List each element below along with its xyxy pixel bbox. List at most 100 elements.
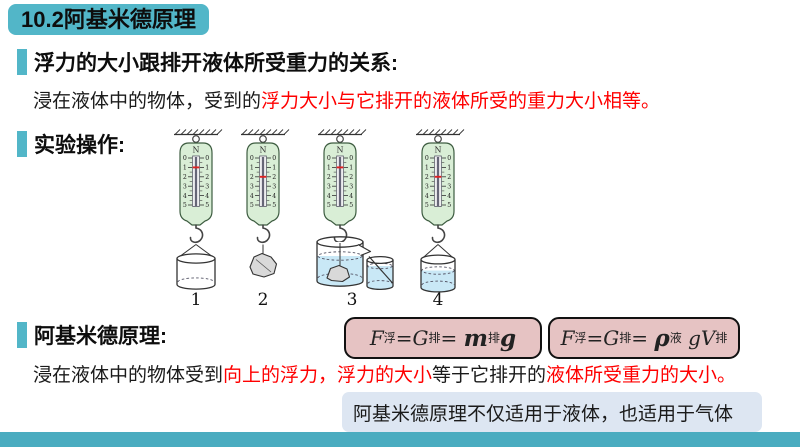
svg-text:4: 4 bbox=[349, 193, 353, 200]
formula-token: g bbox=[688, 326, 701, 350]
svg-text:4: 4 bbox=[425, 193, 429, 200]
svg-text:5: 5 bbox=[425, 202, 429, 209]
hanging-ring-icon bbox=[259, 135, 267, 143]
statement-segment: 等于它排开的 bbox=[432, 365, 547, 386]
formula-token: ρ bbox=[654, 324, 670, 352]
overflow-beaker bbox=[316, 236, 372, 287]
svg-text:5: 5 bbox=[183, 202, 187, 209]
relation-statement: 浸在液体中的物体，受到的浮力大小与它排开的液体所受的重力大小相等。 bbox=[33, 90, 660, 114]
heading-principle: 阿基米德原理: bbox=[17, 320, 167, 350]
scale-unit-label: N bbox=[435, 146, 442, 155]
svg-text:1: 1 bbox=[183, 165, 187, 172]
svg-text:5: 5 bbox=[349, 202, 353, 209]
svg-text:4: 4 bbox=[272, 193, 276, 200]
svg-text:3: 3 bbox=[272, 183, 276, 190]
bucket-with-water bbox=[420, 244, 456, 293]
svg-text:3: 3 bbox=[183, 183, 187, 190]
hook-icon bbox=[333, 224, 348, 244]
svg-text:0: 0 bbox=[183, 155, 187, 162]
svg-text:5: 5 bbox=[205, 202, 209, 209]
formula-token: m bbox=[463, 324, 489, 352]
svg-text:1: 1 bbox=[349, 165, 353, 172]
svg-text:1: 1 bbox=[272, 165, 276, 172]
principle-statement: 浸在液体中的物体受到向上的浮力，浮力的大小等于它排开的液体所受重力的大小。 bbox=[33, 364, 736, 388]
heading-relation: 浮力的大小跟排开液体所受重力的关系: bbox=[17, 47, 398, 77]
stone bbox=[249, 244, 278, 278]
note-box: 阿基米德原理不仅适用于液体，也适用于气体 bbox=[342, 392, 762, 432]
svg-text:1: 1 bbox=[447, 165, 451, 172]
statement-red-segment: 液体所受重力的大小。 bbox=[546, 365, 737, 386]
svg-text:3: 3 bbox=[349, 183, 353, 190]
svg-text:4: 4 bbox=[183, 193, 187, 200]
svg-text:0: 0 bbox=[205, 155, 209, 162]
svg-text:0: 0 bbox=[425, 155, 429, 162]
svg-text:2: 2 bbox=[447, 174, 451, 181]
hanging-ring-icon bbox=[434, 135, 442, 143]
heading-experiment: 实验操作: bbox=[17, 129, 125, 159]
svg-text:1: 1 bbox=[425, 165, 429, 172]
catch-cup bbox=[366, 255, 394, 291]
formula-token: F bbox=[560, 326, 575, 350]
svg-text:1: 1 bbox=[205, 165, 209, 172]
formula-token: F bbox=[369, 326, 384, 350]
glass-rod bbox=[368, 256, 393, 284]
svg-text:4: 4 bbox=[447, 193, 451, 200]
svg-text:2: 2 bbox=[205, 174, 209, 181]
accent-bar bbox=[17, 322, 27, 348]
accent-bar bbox=[17, 131, 27, 157]
formula-token: = bbox=[631, 326, 655, 350]
formula-token: = bbox=[440, 326, 464, 350]
svg-text:0: 0 bbox=[349, 155, 353, 162]
heading-principle-text: 阿基米德原理: bbox=[34, 325, 167, 348]
svg-text:4: 4 bbox=[250, 193, 254, 200]
svg-text:2: 2 bbox=[349, 174, 353, 181]
heading-relation-text: 浮力的大小跟排开液体所受重力的关系: bbox=[34, 52, 398, 75]
svg-text:1: 1 bbox=[250, 165, 254, 172]
formula-token: = bbox=[586, 326, 604, 350]
hook-icon bbox=[256, 224, 271, 244]
svg-text:4: 4 bbox=[205, 193, 209, 200]
statement-red-segment: 向上的浮力，浮力的大小 bbox=[223, 365, 433, 386]
formula-token: = bbox=[395, 326, 413, 350]
formula-token: G bbox=[603, 326, 620, 350]
setup-number-label: 1 bbox=[191, 290, 202, 310]
svg-text:0: 0 bbox=[272, 155, 276, 162]
spout bbox=[357, 243, 372, 257]
statement-red-segment: 浮力大小与它排开的液体所受的重力大小相等。 bbox=[261, 91, 661, 112]
setup-number-label: 3 bbox=[347, 290, 358, 310]
scale-unit-label: N bbox=[260, 146, 267, 155]
svg-text:4: 4 bbox=[327, 193, 331, 200]
svg-text:2: 2 bbox=[425, 174, 429, 181]
formula-token: V bbox=[700, 326, 716, 350]
heading-experiment-text: 实验操作: bbox=[34, 134, 125, 157]
hanging-ring-icon bbox=[336, 135, 344, 143]
svg-text:3: 3 bbox=[205, 183, 209, 190]
svg-text:2: 2 bbox=[250, 174, 254, 181]
svg-text:5: 5 bbox=[272, 202, 276, 209]
scale-unit-label: N bbox=[193, 146, 200, 155]
hanging-ring-icon bbox=[192, 135, 200, 143]
formula-token: g bbox=[500, 324, 517, 352]
svg-text:2: 2 bbox=[272, 174, 276, 181]
svg-text:1: 1 bbox=[327, 165, 331, 172]
title-badge-text: 10.2阿基米德原理 bbox=[21, 7, 196, 32]
svg-text:3: 3 bbox=[250, 183, 254, 190]
svg-text:5: 5 bbox=[250, 202, 254, 209]
svg-text:5: 5 bbox=[327, 202, 331, 209]
bucket-empty bbox=[176, 244, 216, 290]
scale-unit-label: N bbox=[337, 146, 344, 155]
statement-segment: 浸在液体中的物体，受到的 bbox=[33, 91, 262, 112]
svg-text:3: 3 bbox=[327, 183, 331, 190]
overflow-beaker-with-cup bbox=[316, 236, 394, 291]
formula-token: G bbox=[412, 326, 429, 350]
